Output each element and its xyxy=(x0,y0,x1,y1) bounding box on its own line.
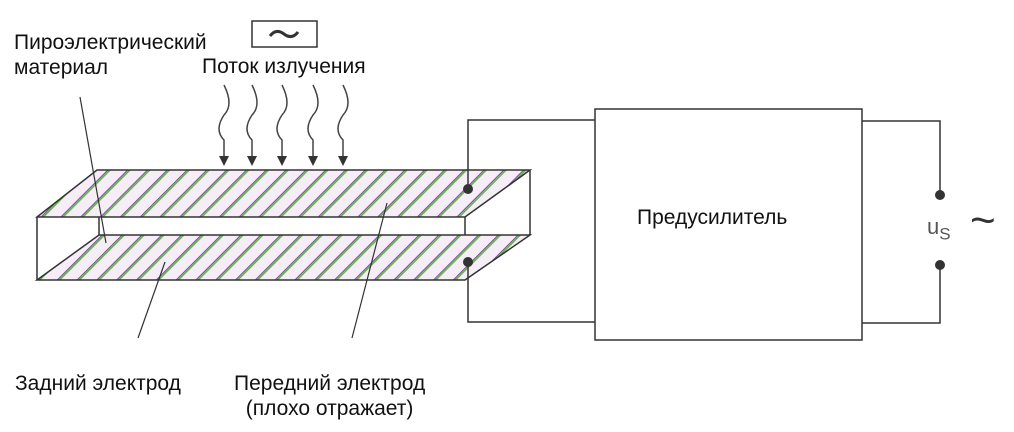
pyro-material-label: Пироэлектрический материал xyxy=(14,30,207,80)
s-subscript: S xyxy=(939,224,951,244)
chopper-box xyxy=(251,20,318,48)
arrow-heads xyxy=(219,156,348,166)
wires xyxy=(467,119,941,324)
front-electrode-label: Передний электрод (плохо отражает) xyxy=(234,371,425,421)
chopper-tilde-icon xyxy=(268,29,300,39)
preamplifier-label: Предусилитель xyxy=(637,206,788,229)
front-electrode-plate xyxy=(34,169,533,218)
ac-tilde-icon: ~ xyxy=(970,196,996,245)
radiation-arrows xyxy=(218,84,349,160)
leader-lines xyxy=(79,96,388,339)
back-electrode-plate xyxy=(34,234,533,281)
pyro-label-line1: Пироэлектрический xyxy=(14,31,207,54)
output-voltage-label: uS xyxy=(927,214,951,246)
radiation-flux-label: Поток излучения xyxy=(202,55,366,78)
terminal-dots xyxy=(463,184,945,270)
pyro-label-line2: материал xyxy=(14,56,109,79)
back-electrode-label: Задний электрод xyxy=(15,372,181,395)
preamplifier-box xyxy=(594,108,863,341)
front-electrode-line1: Передний электрод xyxy=(234,372,426,395)
u-symbol: u xyxy=(927,214,940,239)
front-electrode-line2: (плохо отражает) xyxy=(245,397,414,420)
